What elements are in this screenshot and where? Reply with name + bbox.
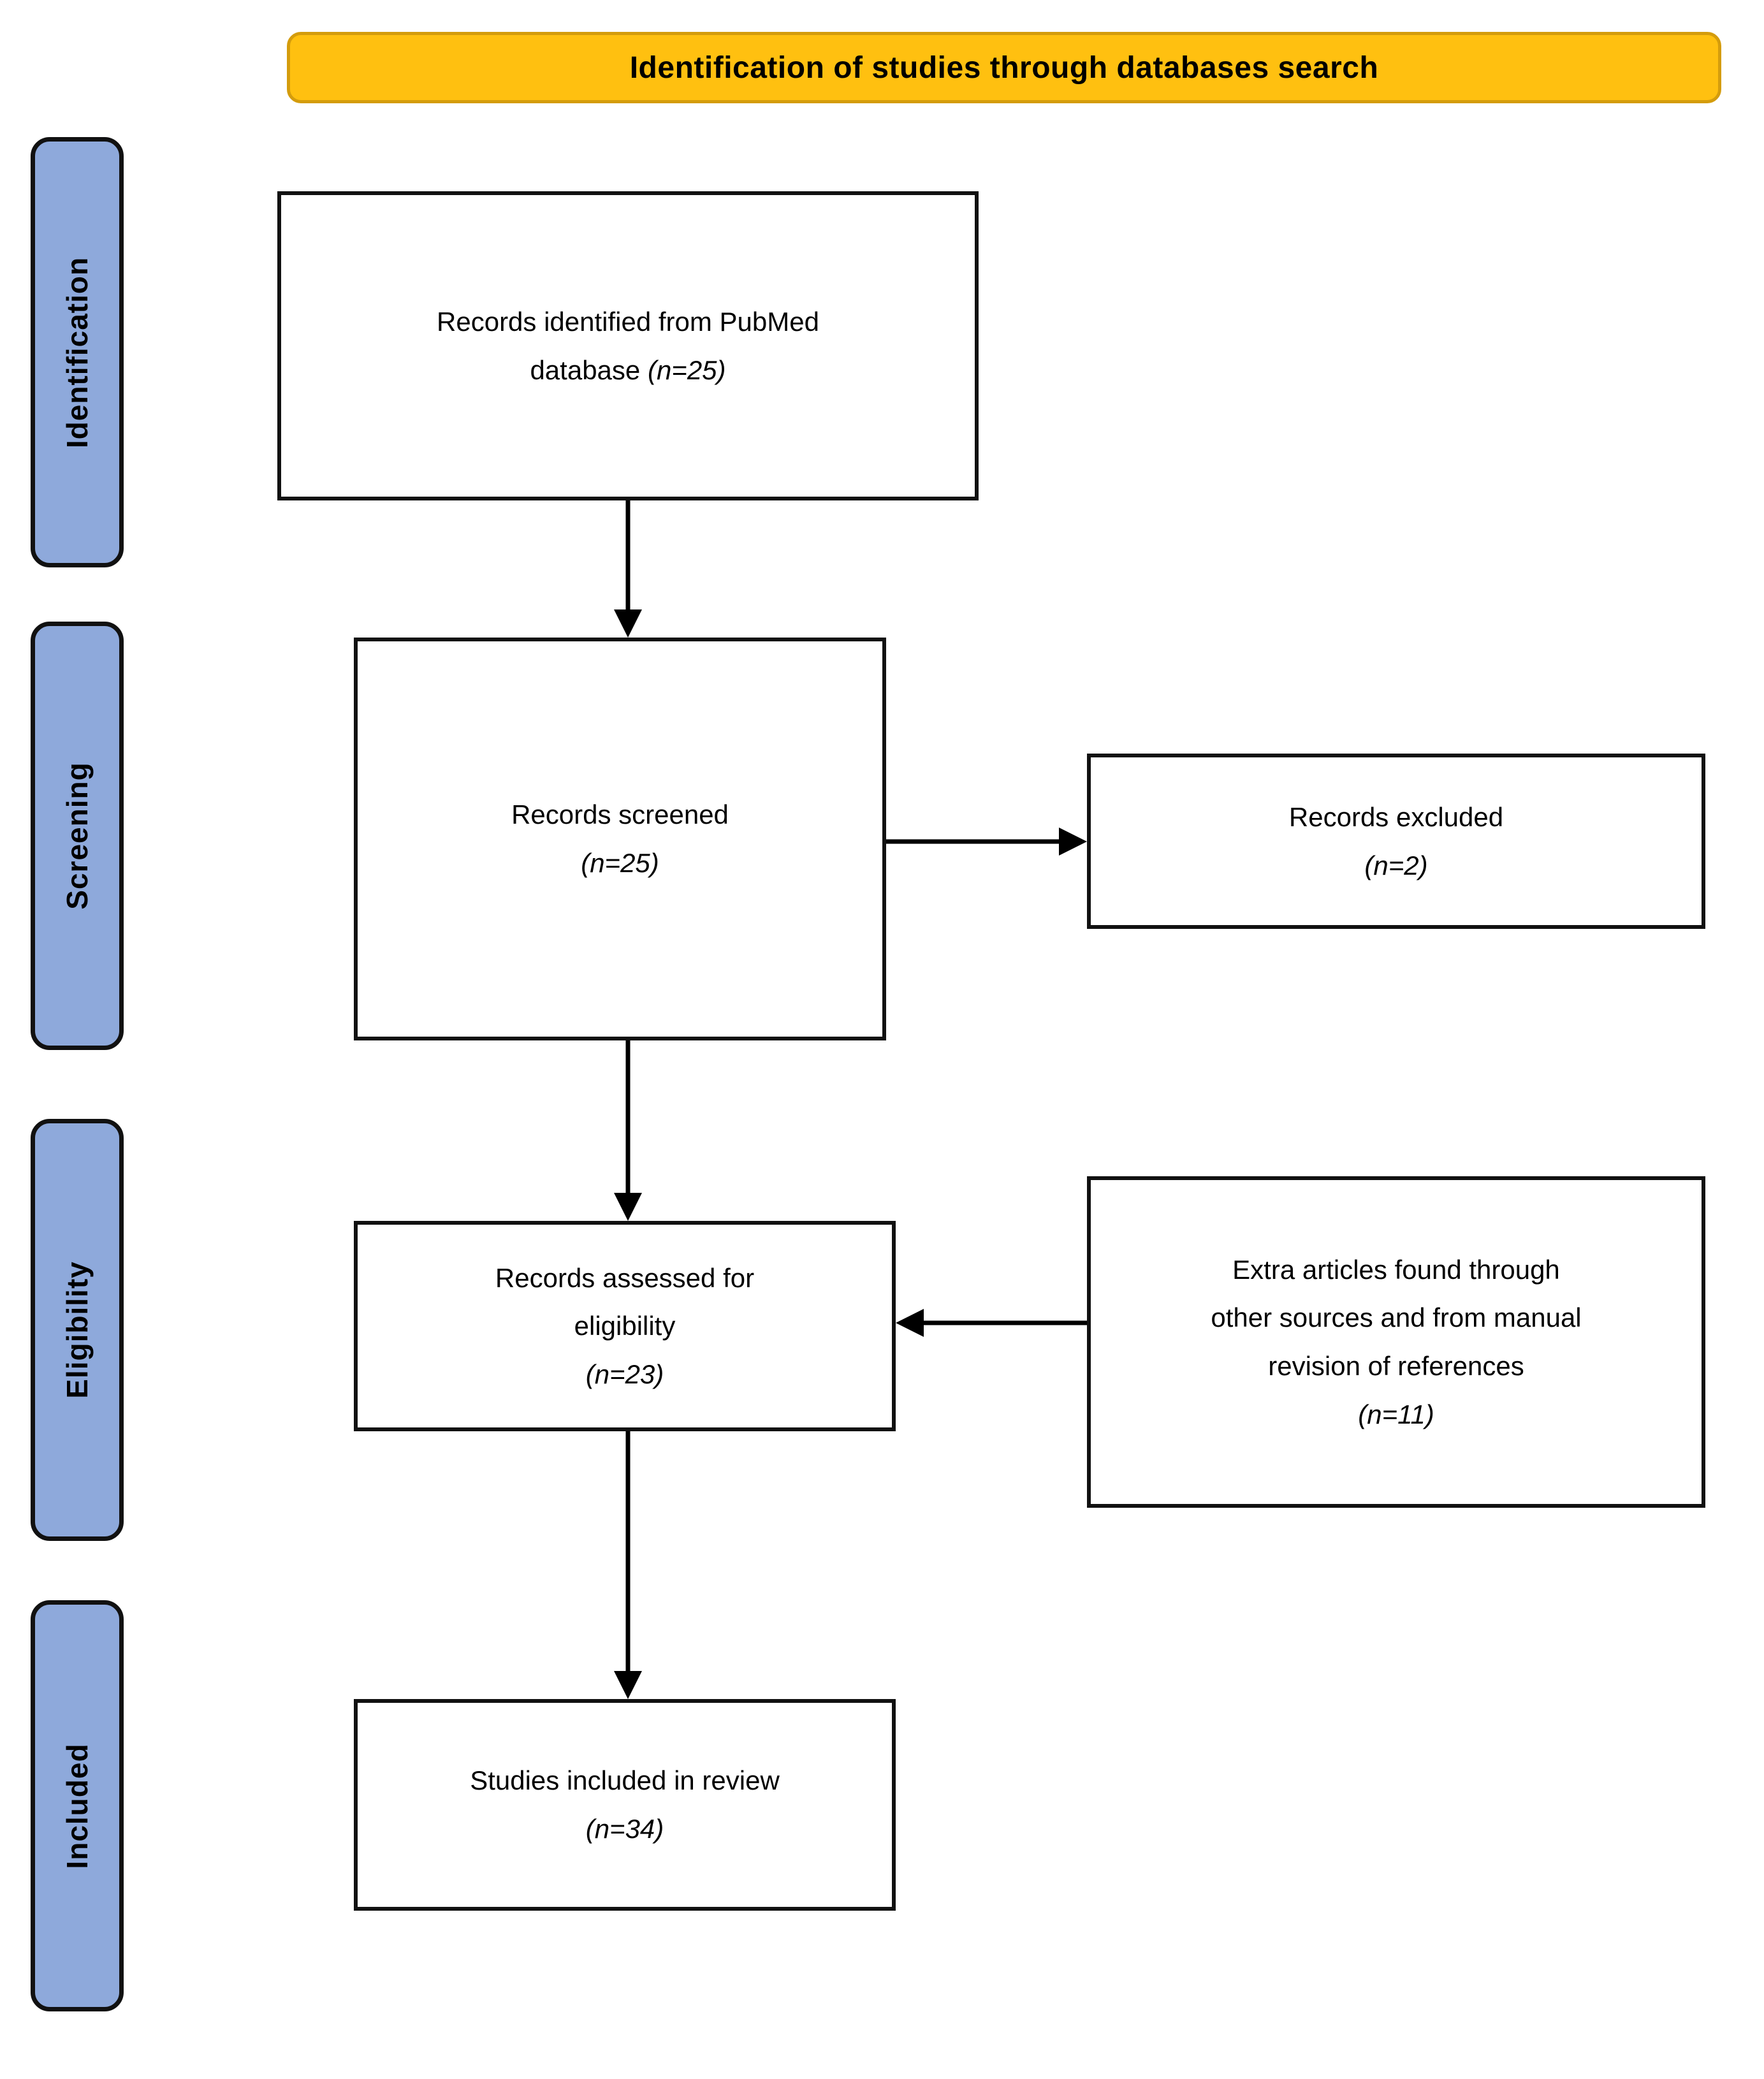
stage-tab-included-label: Included	[61, 1742, 94, 1869]
box-records-screened-text: Records screened(n=25)	[511, 799, 729, 878]
box-studies-included-text: Studies included in review(n=34)	[470, 1765, 780, 1844]
box-records-excluded: Records excluded(n=2)	[1087, 754, 1705, 929]
stage-tab-identification-label: Identification	[61, 256, 94, 448]
arrow-screened-to-assessed	[614, 1040, 642, 1221]
stage-tab-eligibility-label: Eligibility	[61, 1261, 94, 1399]
header-banner: Identification of studies through databa…	[287, 32, 1721, 103]
stage-tab-identification: Identification	[31, 137, 124, 567]
stage-tab-screening: Screening	[31, 622, 124, 1050]
stage-tab-included: Included	[31, 1600, 124, 2011]
stage-tab-screening-label: Screening	[61, 762, 94, 910]
box-studies-included: Studies included in review(n=34)	[354, 1699, 896, 1911]
box-records-excluded-text: Records excluded(n=2)	[1288, 801, 1504, 880]
arrow-identified-to-screened	[614, 500, 642, 638]
box-records-screened: Records screened(n=25)	[354, 638, 886, 1040]
arrow-screened-to-excluded	[886, 828, 1087, 856]
arrow-extra-to-assessed	[896, 1309, 1087, 1337]
stage-tab-eligibility: Eligibility	[31, 1119, 124, 1541]
header-banner-title: Identification of studies through databa…	[629, 50, 1379, 85]
arrow-assessed-to-included	[614, 1431, 642, 1699]
